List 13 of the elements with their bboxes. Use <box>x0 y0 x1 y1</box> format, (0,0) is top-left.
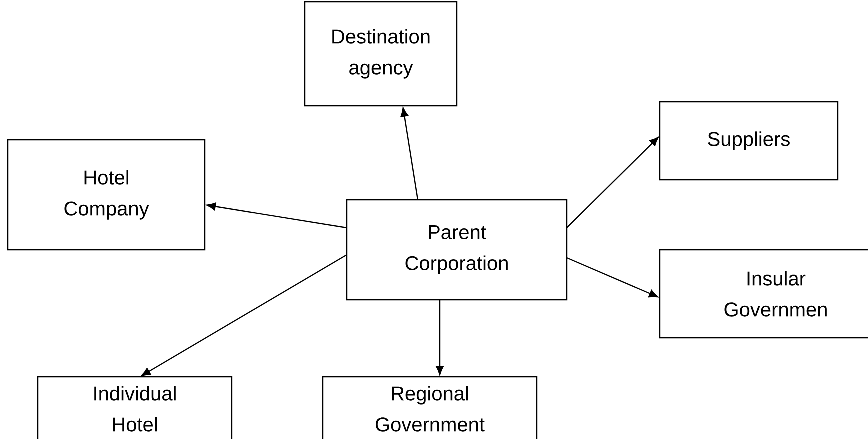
arrow <box>566 137 659 228</box>
text-box: Destination agency <box>304 1 458 107</box>
text-box: Insular Governmen <box>659 249 868 339</box>
text-box: Hotel Company <box>7 139 206 251</box>
text-box: Individual Hotel <box>37 376 233 439</box>
arrow <box>400 108 419 200</box>
text-box: Regional Government <box>322 376 538 439</box>
text-box: Suppliers <box>659 101 839 181</box>
arrow <box>141 254 348 376</box>
arrow <box>206 202 348 229</box>
text-box: Parent Corporation <box>346 199 568 301</box>
arrow <box>566 257 658 298</box>
arrow <box>436 300 444 376</box>
